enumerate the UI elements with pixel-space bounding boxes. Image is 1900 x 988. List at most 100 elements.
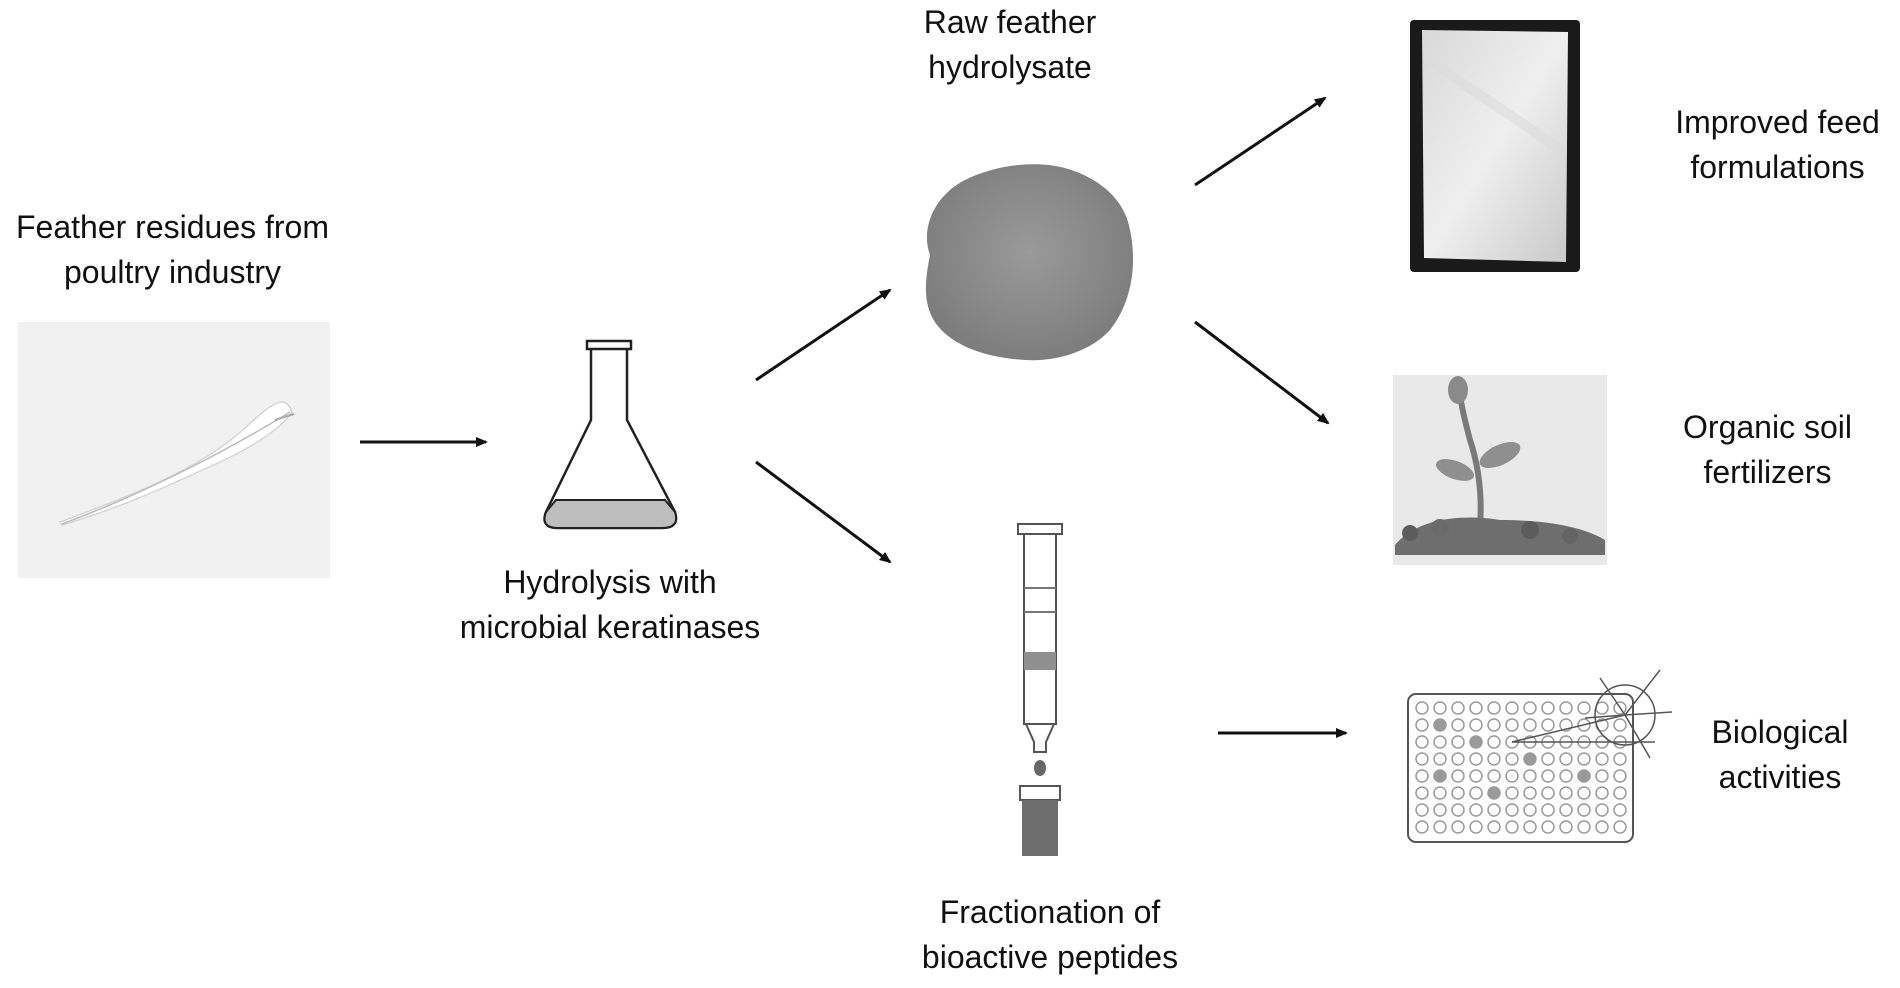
well <box>1469 820 1483 834</box>
well <box>1415 769 1429 783</box>
well <box>1487 820 1501 834</box>
feather-residues-label: Feather residues from poultry industry <box>0 205 345 295</box>
well <box>1433 803 1447 817</box>
well <box>1523 786 1537 800</box>
well <box>1487 735 1501 749</box>
well <box>1613 701 1627 715</box>
well <box>1487 701 1501 715</box>
well <box>1415 752 1429 766</box>
well <box>1559 769 1573 783</box>
fractionation-label: Fractionation of bioactive peptides <box>900 890 1200 980</box>
well <box>1451 820 1465 834</box>
feather-residues-line2: poultry industry <box>64 254 281 290</box>
well <box>1559 820 1573 834</box>
well <box>1577 701 1591 715</box>
well <box>1613 786 1627 800</box>
well <box>1577 803 1591 817</box>
well <box>1577 786 1591 800</box>
well <box>1469 701 1483 715</box>
well <box>1505 752 1519 766</box>
well <box>1433 820 1447 834</box>
well <box>1541 752 1555 766</box>
feed-formulations-label: Improved feed formulations <box>1655 100 1900 190</box>
well <box>1433 735 1447 749</box>
well <box>1613 752 1627 766</box>
well <box>1415 786 1429 800</box>
powder-pile-icon <box>925 164 1134 361</box>
well <box>1415 718 1429 732</box>
feed-bag-icon <box>1410 20 1580 272</box>
well <box>1451 701 1465 715</box>
well <box>1469 752 1483 766</box>
well <box>1559 701 1573 715</box>
well <box>1505 701 1519 715</box>
well <box>1505 769 1519 783</box>
well <box>1451 752 1465 766</box>
well <box>1541 786 1555 800</box>
seedling-soil-icon <box>1393 375 1607 565</box>
well <box>1487 786 1501 800</box>
well <box>1541 701 1555 715</box>
well <box>1433 752 1447 766</box>
chromatography-column-icon <box>1017 523 1063 856</box>
well <box>1469 769 1483 783</box>
well <box>1451 718 1465 732</box>
well <box>1469 718 1483 732</box>
well <box>1523 701 1537 715</box>
well <box>1613 769 1627 783</box>
well <box>1577 718 1591 732</box>
well <box>1505 803 1519 817</box>
well <box>1487 769 1501 783</box>
well-plate-icon <box>1407 669 1673 843</box>
well <box>1523 769 1537 783</box>
raw-hydrolysate-line1: Raw feather <box>923 4 1097 40</box>
fractionation-line1: Fractionation of <box>939 894 1161 930</box>
well <box>1433 786 1447 800</box>
feed-formulations-line2: formulations <box>1690 149 1865 185</box>
well <box>1487 718 1501 732</box>
well <box>1577 820 1591 834</box>
well <box>1451 786 1465 800</box>
well <box>1613 718 1627 732</box>
soil-fertilizers-line1: Organic soil <box>1683 409 1852 445</box>
biological-activities-label: Biological activities <box>1680 710 1880 800</box>
fractionation-line2: bioactive peptides <box>921 939 1179 975</box>
feather-residues-line1: Feather residues from <box>15 209 329 245</box>
arrow-flask-to-hydrolysate <box>755 288 892 382</box>
well <box>1523 820 1537 834</box>
hydrolysis-line2: microbial keratinases <box>459 609 761 645</box>
well <box>1451 769 1465 783</box>
soil-fertilizers-line2: fertilizers <box>1703 454 1832 490</box>
soil-fertilizers-label: Organic soil fertilizers <box>1650 405 1885 495</box>
flow-arrows <box>360 96 1348 738</box>
hydrolysis-line1: Hydrolysis with <box>503 564 717 600</box>
well <box>1613 803 1627 817</box>
well <box>1415 803 1429 817</box>
raw-hydrolysate-line2: hydrolysate <box>928 49 1092 85</box>
feed-formulations-line1: Improved feed <box>1675 104 1880 140</box>
raw-hydrolysate-label: Raw feather hydrolysate <box>900 0 1120 90</box>
well <box>1523 803 1537 817</box>
well <box>1451 735 1465 749</box>
well <box>1541 718 1555 732</box>
well <box>1523 718 1537 732</box>
well <box>1595 803 1609 817</box>
hydrolysis-label: Hydrolysis with microbial keratinases <box>440 560 780 650</box>
well <box>1523 752 1537 766</box>
well <box>1559 803 1573 817</box>
well <box>1559 752 1573 766</box>
flask-icon <box>543 339 678 530</box>
arrow-hydrolysate-to-soil <box>1194 320 1330 425</box>
well <box>1559 786 1573 800</box>
well <box>1541 803 1555 817</box>
well <box>1595 820 1609 834</box>
well <box>1505 718 1519 732</box>
well <box>1469 735 1483 749</box>
well <box>1415 820 1429 834</box>
well <box>1433 718 1447 732</box>
well <box>1559 718 1573 732</box>
biological-activities-line2: activities <box>1718 759 1842 795</box>
well <box>1415 701 1429 715</box>
biological-activities-line1: Biological <box>1711 714 1849 750</box>
